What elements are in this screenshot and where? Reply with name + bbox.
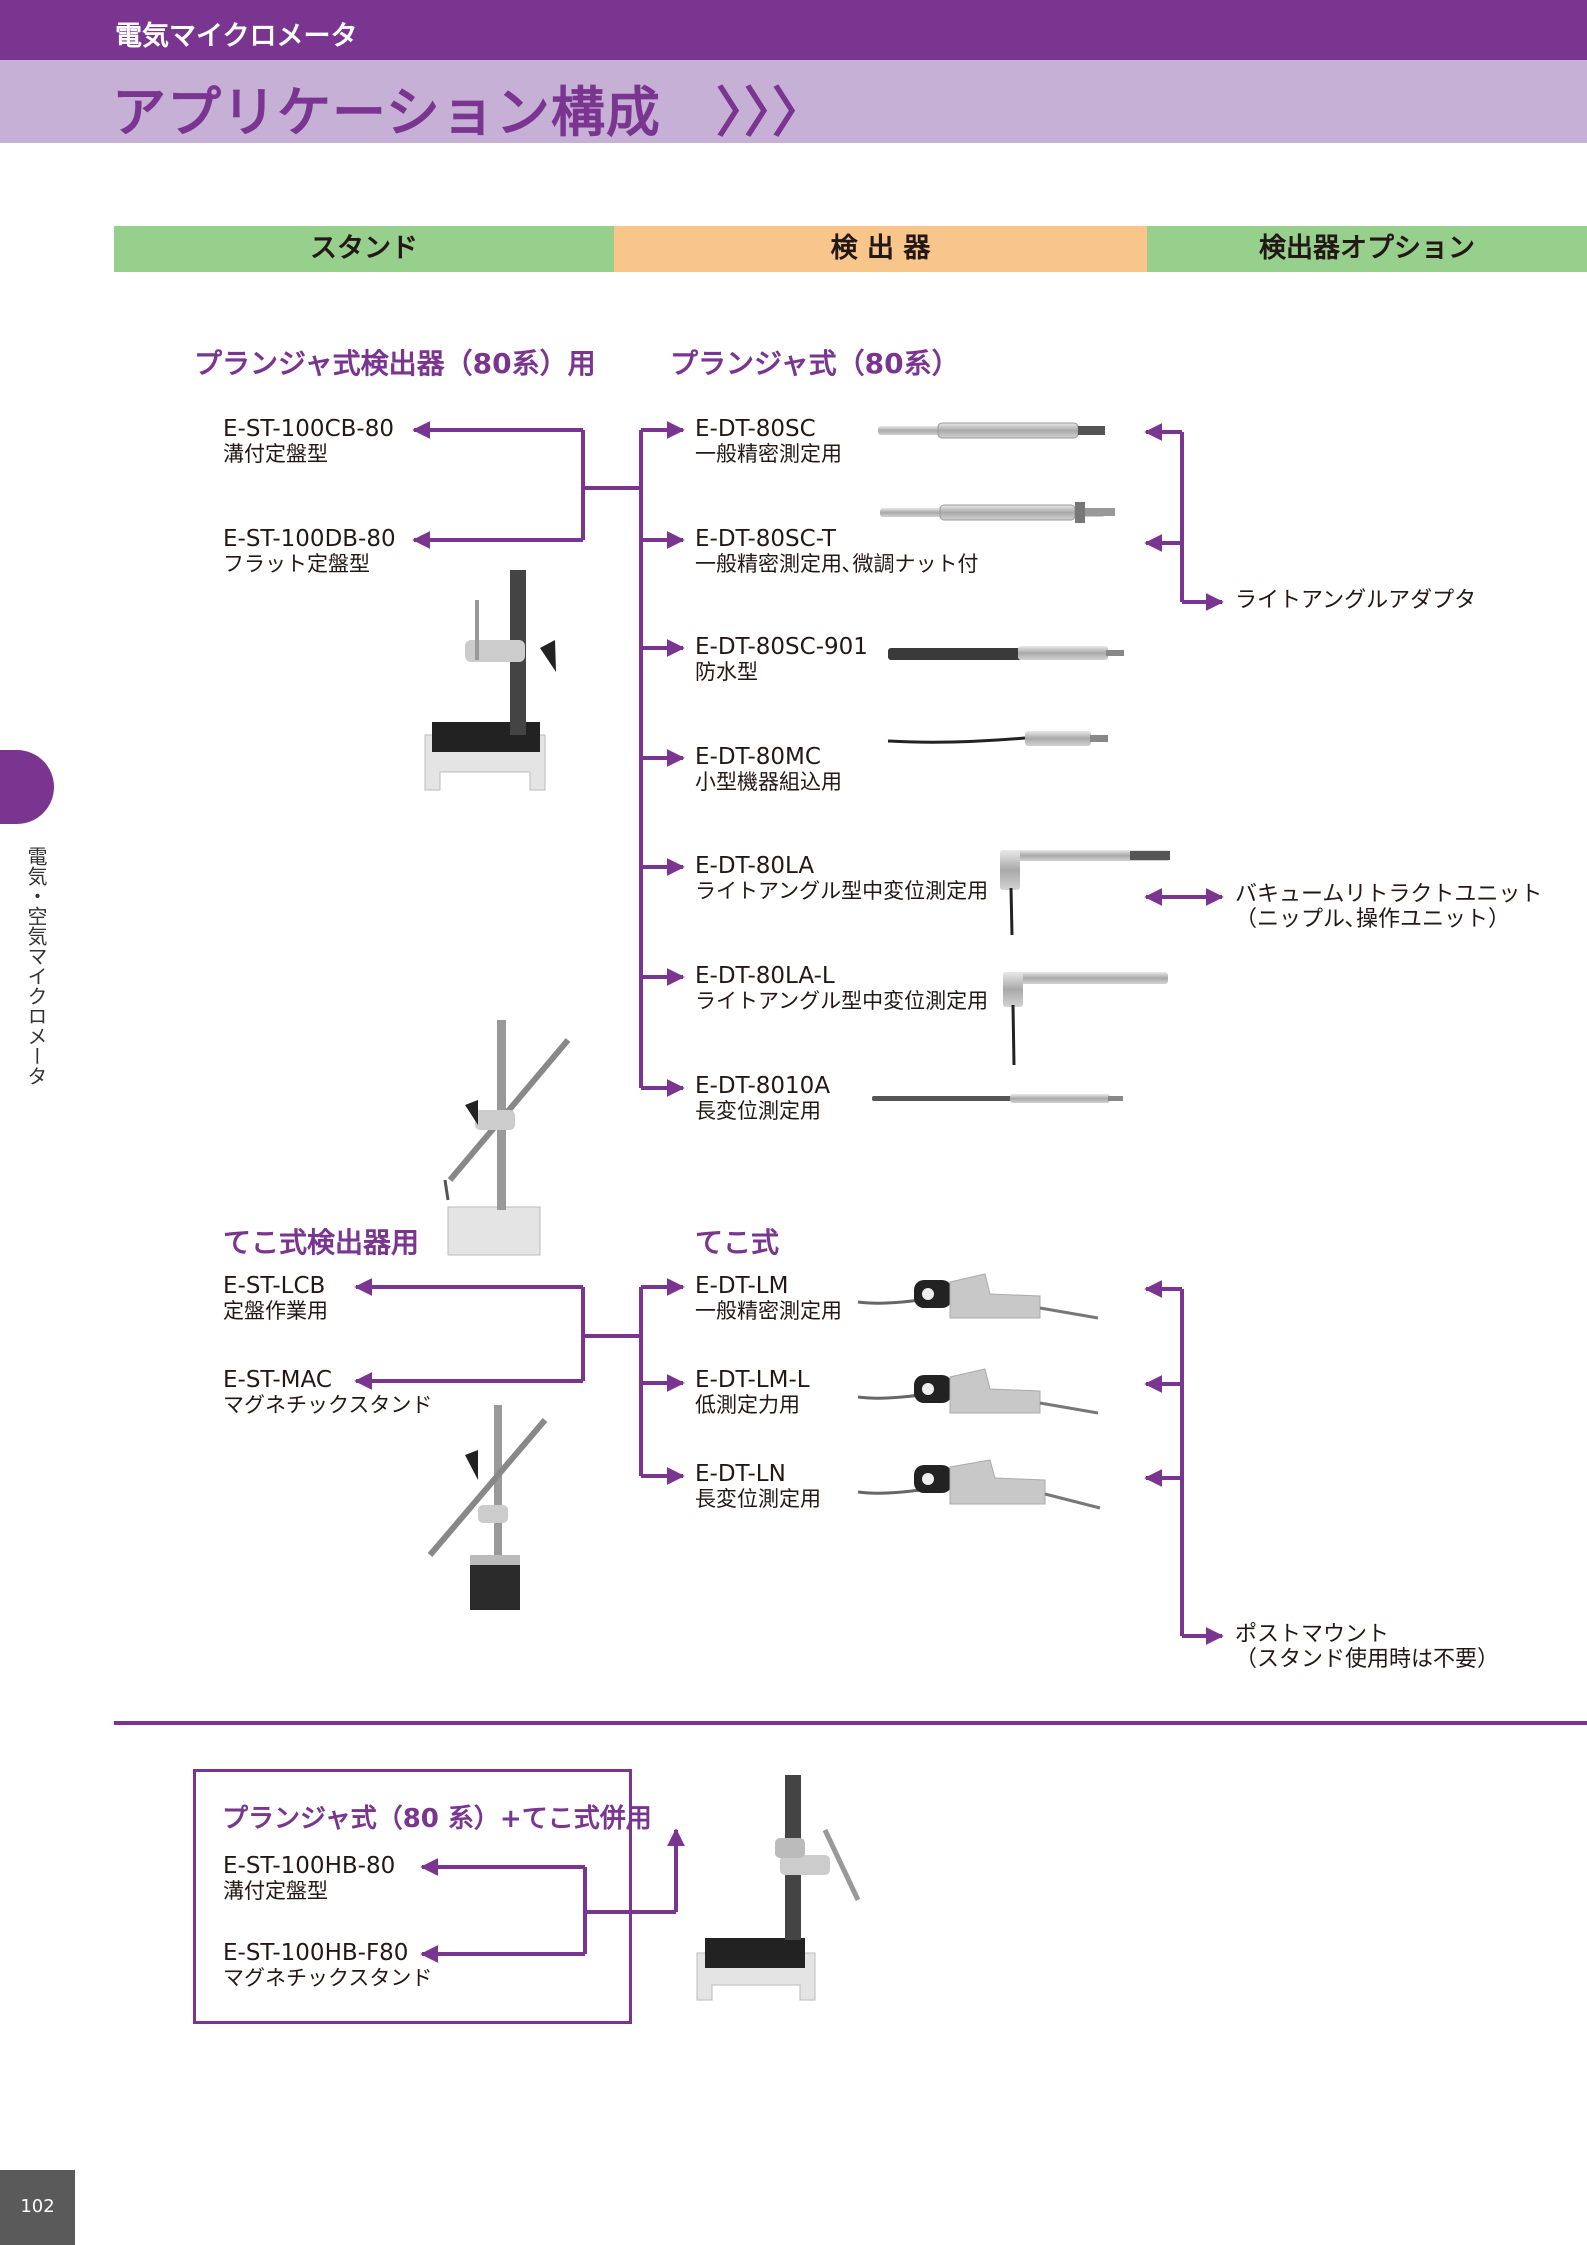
option-vacuum-line2: （ニップル､操作ユニット） xyxy=(1235,907,1511,932)
probe-ln-image xyxy=(857,1459,1101,1510)
page-number: 102 xyxy=(20,2196,55,2217)
stand-item-100cb-80: E-ST-100CB-80 溝付定盤型 xyxy=(223,416,394,467)
detector-item-lm: E-DT-LM 一般精密測定用 xyxy=(695,1273,842,1324)
detector-item-80sc-t: E-DT-80SC-T 一般精密測定用､微調ナット付 xyxy=(695,526,979,577)
detector-code: E-DT-LM-L xyxy=(695,1367,810,1393)
plunger-detector-heading: プランジャ式（80系） xyxy=(670,347,960,380)
detector-code: E-DT-LN xyxy=(695,1461,786,1487)
detector-desc: 一般精密測定用 xyxy=(695,442,842,466)
detector-code: E-DT-80LA xyxy=(695,853,815,879)
stand-desc: マグネチックスタンド xyxy=(223,1393,433,1417)
detector-code: E-DT-LM xyxy=(695,1273,789,1299)
probe-lm-l-image xyxy=(857,1368,1099,1415)
side-label: 電気・空気マイクロメータ xyxy=(24,846,48,1086)
detector-desc: 一般精密測定用､微調ナット付 xyxy=(695,552,979,576)
stand-desc: 定盤作業用 xyxy=(223,1299,328,1323)
stand-code: E-ST-100HB-F80 xyxy=(223,1940,409,1966)
stand-item-100hb-f80: E-ST-100HB-F80 マグネチックスタンド xyxy=(223,1940,432,1991)
detector-code: E-DT-80MC xyxy=(695,744,821,770)
detector-desc: 低測定力用 xyxy=(695,1393,800,1417)
detector-desc: ライトアングル型中変位測定用 xyxy=(695,989,989,1013)
detector-code: E-DT-80SC-901 xyxy=(695,634,868,660)
detector-desc: 小型機器組込用 xyxy=(695,770,842,794)
page-title: アプリケーション構成 〉〉〉 xyxy=(112,81,827,144)
stand-item-lcb: E-ST-LCB 定盤作業用 xyxy=(223,1273,328,1324)
probe-lm-image xyxy=(857,1273,1099,1320)
stand-lcb-image xyxy=(443,1020,571,1256)
stand-item-100hb-80: E-ST-100HB-80 溝付定盤型 xyxy=(223,1853,395,1904)
option-right-angle: ライトアングルアダプタ xyxy=(1235,588,1477,613)
probe-8010a-image xyxy=(872,1094,1123,1103)
stand-desc: 溝付定盤型 xyxy=(223,442,328,466)
detector-desc: 長変位測定用 xyxy=(695,1099,821,1123)
option-post-line2: （スタンド使用時は不要） xyxy=(1235,1647,1500,1672)
header-category: 電気マイクロメータ xyxy=(115,21,358,52)
detector-code: E-DT-80SC xyxy=(695,416,816,442)
detector-item-80mc: E-DT-80MC 小型機器組込用 xyxy=(695,744,842,795)
detector-desc: 長変位測定用 xyxy=(695,1487,821,1511)
combo-box xyxy=(193,1769,632,2024)
stand-desc: マグネチックスタンド xyxy=(223,1966,433,1990)
detector-item-ln: E-DT-LN 長変位測定用 xyxy=(695,1461,821,1512)
detector-item-80sc-901: E-DT-80SC-901 防水型 xyxy=(695,634,868,685)
detector-desc: 一般精密測定用 xyxy=(695,1299,842,1323)
column-header-detector: 検 出 器 xyxy=(614,226,1147,272)
detector-desc: ライトアングル型中変位測定用 xyxy=(695,879,989,903)
option-post-line1: ポストマウント xyxy=(1235,1622,1390,1647)
stand-code: E-ST-MAC xyxy=(223,1367,332,1393)
stand-100cb-image xyxy=(424,570,556,791)
stand-item-100db-80: E-ST-100DB-80 フラット定盤型 xyxy=(223,526,396,577)
stand-desc: フラット定盤型 xyxy=(223,552,370,576)
probe-80la-l-image xyxy=(1003,972,1168,1066)
detector-item-80la: E-DT-80LA ライトアングル型中変位測定用 xyxy=(695,853,988,904)
stand-code: E-ST-100DB-80 xyxy=(223,526,396,552)
lever-detector-heading: てこ式 xyxy=(695,1226,780,1259)
stand-item-mac: E-ST-MAC マグネチックスタンド xyxy=(223,1367,432,1418)
combo-heading: プランジャ式（80 系）+てこ式併用 xyxy=(222,1804,652,1834)
probe-80sc-image xyxy=(878,422,1105,439)
stand-code: E-ST-LCB xyxy=(223,1273,326,1299)
detector-code: E-DT-8010A xyxy=(695,1073,831,1099)
column-header-options: 検出器オプション xyxy=(1147,226,1587,272)
probe-80sc-t-image xyxy=(880,502,1115,523)
header-title-bar: アプリケーション構成 〉〉〉 xyxy=(0,60,1587,144)
lever-stand-heading: てこ式検出器用 xyxy=(223,1226,420,1259)
probe-80la-image xyxy=(1000,850,1170,936)
plunger-stand-heading: プランジャ式検出器（80系）用 xyxy=(194,347,596,380)
detector-code: E-DT-80LA-L xyxy=(695,963,835,989)
detector-item-8010a: E-DT-8010A 長変位測定用 xyxy=(695,1073,830,1124)
stand-code: E-ST-100CB-80 xyxy=(223,416,394,442)
detector-item-80sc: E-DT-80SC 一般精密測定用 xyxy=(695,416,842,467)
detector-desc: 防水型 xyxy=(695,660,758,684)
probe-80sc-901-image xyxy=(888,646,1124,660)
page-number-box xyxy=(0,2170,75,2245)
probe-80mc-image xyxy=(887,731,1108,746)
stand-code: E-ST-100HB-80 xyxy=(223,1853,396,1879)
option-vacuum-line1: バキュームリトラクトユニット xyxy=(1235,882,1543,907)
column-header-stand: スタンド xyxy=(114,226,614,272)
stand-100hb-image xyxy=(696,1775,861,2001)
detector-code: E-DT-80SC-T xyxy=(695,526,836,552)
header-category-bar: 電気マイクロメータ xyxy=(0,0,1587,60)
detector-item-lm-l: E-DT-LM-L 低測定力用 xyxy=(695,1367,810,1418)
stand-desc: 溝付定盤型 xyxy=(223,1879,328,1903)
stand-mac-image xyxy=(427,1405,548,1610)
detector-item-80la-l: E-DT-80LA-L ライトアングル型中変位測定用 xyxy=(695,963,988,1014)
